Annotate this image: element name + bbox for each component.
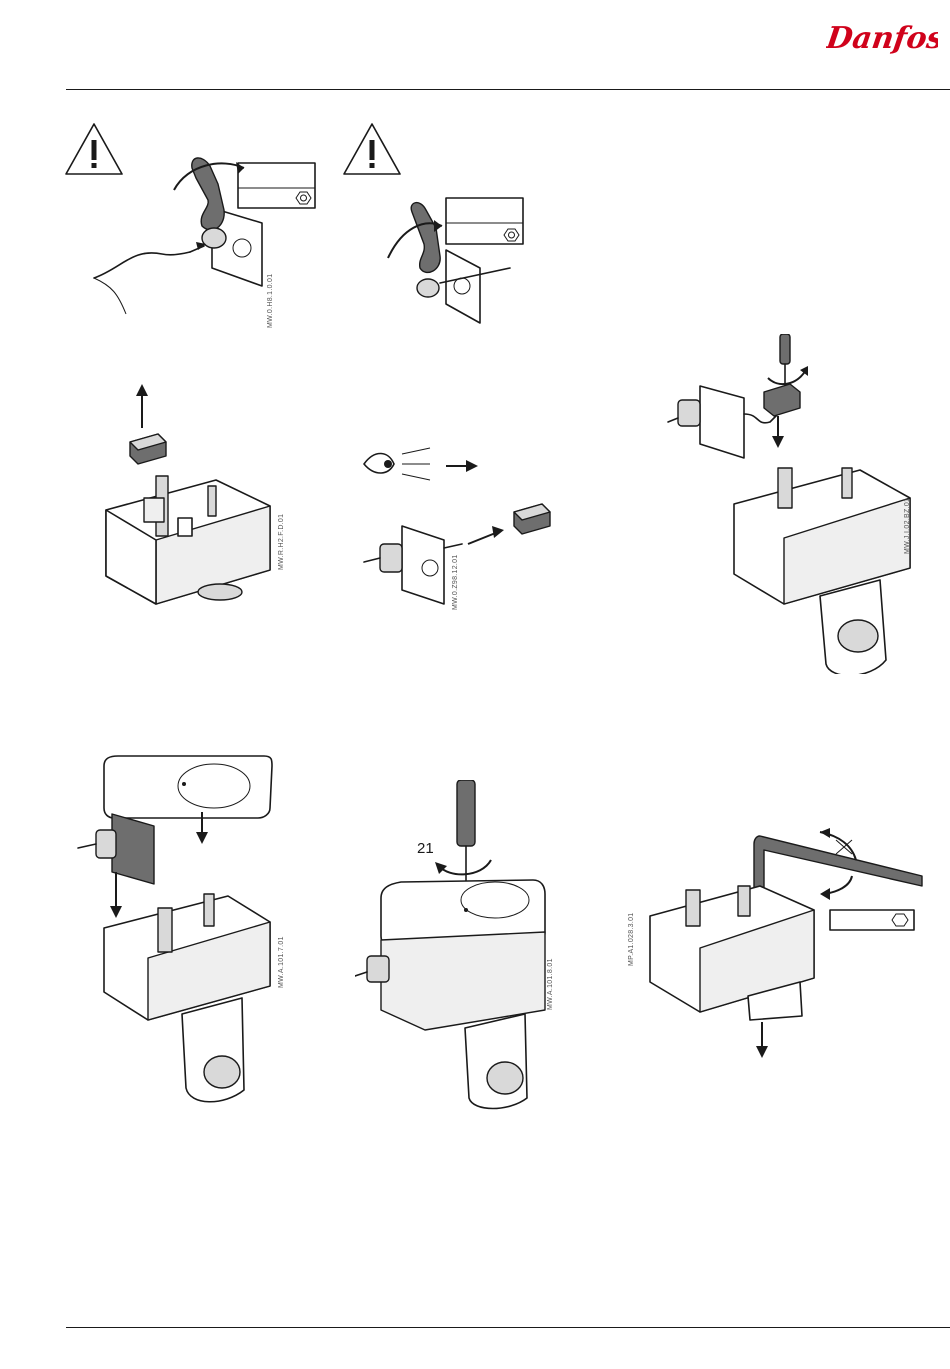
figure-remove-terminal: MW.R.H2.F.D.01: [96, 380, 296, 640]
svg-text:Danfoss: Danfoss: [826, 21, 938, 56]
figure-code: MW.R.H2.F.D.01: [278, 514, 285, 570]
figure-wiring-warning-2: [340, 118, 540, 328]
screwdriver-icon: [780, 334, 790, 388]
allen-key-icon: [754, 836, 922, 896]
figure-code: MW.A.101.8.01: [547, 958, 554, 1010]
figure-connect-terminal: MW.J.I.02.BZ.01: [660, 334, 930, 674]
tool-size-label: 21: [417, 840, 434, 857]
figure-code: MW.0.H8.1.0.01: [267, 274, 274, 328]
figure-inspect-gland: MW.0.Z98.12.01: [358, 440, 558, 610]
figure-code: MW.0.Z98.12.01: [452, 554, 459, 610]
figure-code: MW.J.I.02.BZ.01: [904, 498, 911, 554]
figure-tighten-cover: 21 MW.A.101.8.01: [355, 780, 565, 1110]
warning-triangle-icon: [344, 124, 400, 174]
eye-icon: [364, 448, 430, 480]
figure-fit-cover: MW.A.101.7.01: [74, 752, 284, 1112]
figure-wiring-warning-1: MW.0.H8.1.0.01: [62, 118, 322, 328]
figure-code: MP.A1.028.3.01: [628, 913, 635, 967]
header-rule: [66, 89, 950, 90]
warning-triangle-icon: [66, 124, 122, 174]
footer-rule: [66, 1327, 950, 1328]
figure-manual-override: MP.A1.028.3.01: [630, 826, 930, 1070]
danfoss-logo: Danfoss: [826, 14, 938, 60]
figure-code: MW.A.101.7.01: [278, 936, 285, 988]
